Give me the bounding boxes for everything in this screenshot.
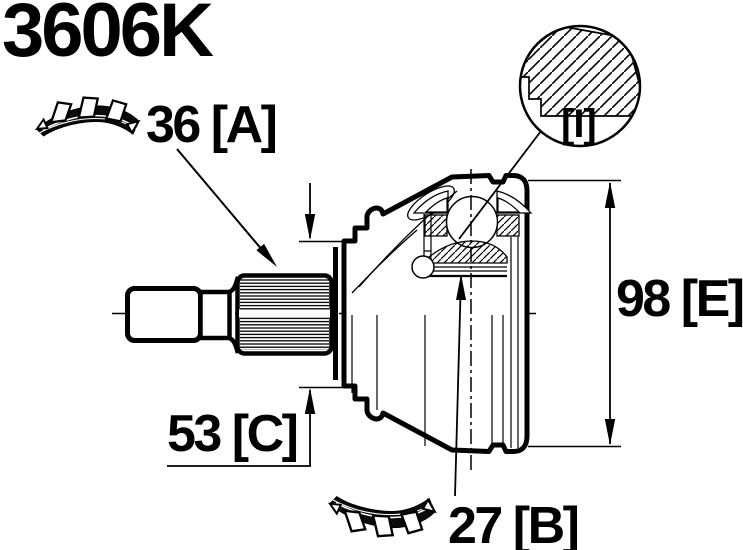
part-number: 3606K: [2, 0, 214, 73]
detail-leader: [458, 130, 542, 240]
hub-bore-lines: [428, 266, 507, 272]
spline-teeth-icon-top: [35, 96, 140, 137]
detail-label: [I]: [561, 102, 596, 146]
shaft-spline-count-label: 36 [A]: [146, 96, 276, 154]
hub-spline-count-label: 27 [B]: [448, 497, 578, 550]
dimension-outer-diameter: 98 [E]: [528, 179, 743, 448]
circlip-section: [411, 255, 435, 279]
race-track-right-inner: [497, 197, 521, 213]
spline-teeth-icon-bottom: [328, 495, 437, 538]
dimension-length-c: 53 [C]: [167, 183, 353, 467]
detail-circle: [I]: [518, 24, 642, 148]
hub-spline-callout: 27 [B]: [328, 274, 580, 550]
bell-inner-arc: [351, 229, 418, 294]
shaft-spline-leader: [176, 148, 277, 267]
cage-section-left: [424, 214, 448, 237]
spline-centerline-gap: [239, 309, 330, 318]
length-c-label: 53 [C]: [167, 405, 297, 463]
cage-section-right: [496, 214, 520, 237]
outer-diameter-label: 98 [E]: [616, 270, 743, 328]
race-track-left-inner: [424, 197, 448, 213]
detail-section-cut: [520, 26, 640, 117]
inner-race-section: [428, 240, 508, 264]
lower-half-edges: [351, 315, 504, 446]
bell-inner-wall: [510, 237, 519, 448]
